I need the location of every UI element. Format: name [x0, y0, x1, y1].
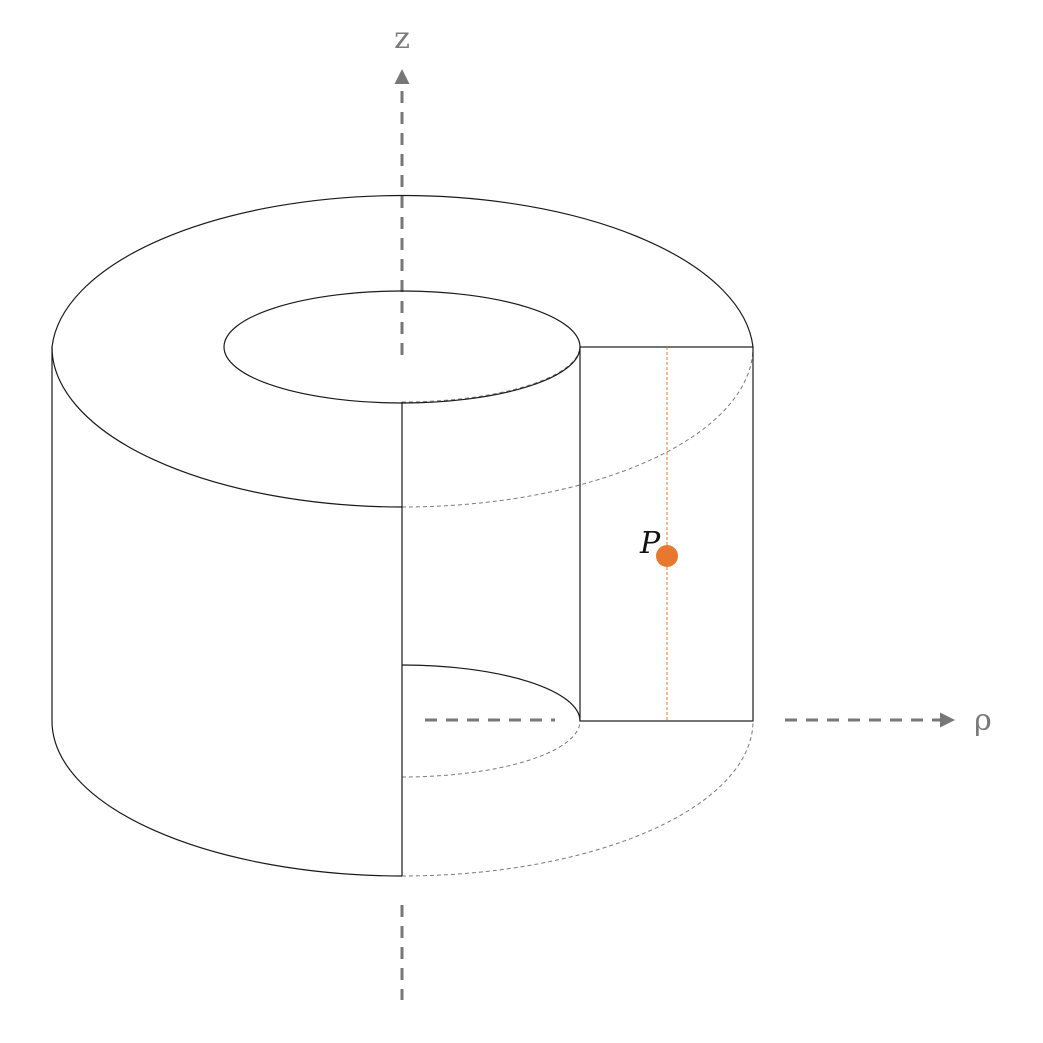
hidden-edges	[401, 346, 754, 877]
inner-bottom-visible-arc	[401, 664, 581, 722]
rho-axis-label: ρ	[974, 703, 992, 738]
outer-top-front-arc	[51, 194, 754, 508]
inner-bottom-hidden-arc	[401, 720, 581, 778]
rho-axis: ρ	[425, 703, 992, 738]
z-axis-label: z	[394, 21, 410, 56]
outer-bottom-front-arc	[51, 720, 403, 877]
point-p: P	[639, 526, 678, 567]
point-p-marker	[656, 545, 678, 567]
point-p-label: P	[639, 526, 661, 561]
outer-bottom-hidden-arc	[401, 720, 754, 877]
z-axis: z	[394, 21, 410, 1000]
inner-top-hidden-arc	[401, 346, 581, 403]
outer-top-hidden-arc	[401, 346, 754, 508]
